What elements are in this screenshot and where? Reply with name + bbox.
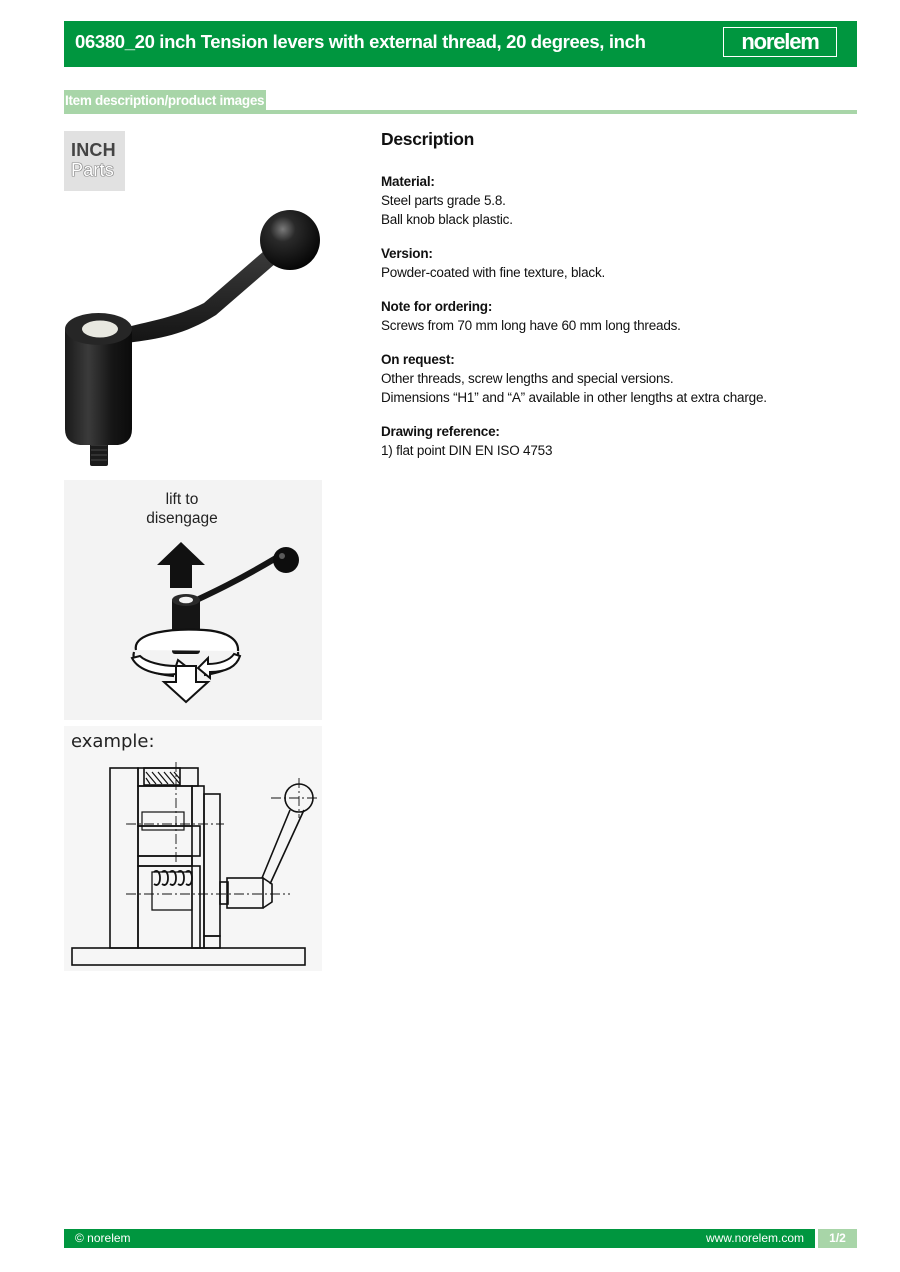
caption-line2: disengage <box>146 510 218 527</box>
drawing-reference-block: Drawing reference: 1) flat point DIN EN … <box>381 422 857 460</box>
disengage-diagram: lift to disengage <box>64 480 322 720</box>
footer-bar: © norelem www.norelem.com <box>64 1229 815 1248</box>
example-drawing: example: <box>64 726 322 971</box>
drawing-reference-line: 1) flat point DIN EN ISO 4753 <box>381 443 553 458</box>
section-tab: Item description/product images <box>64 90 267 110</box>
header-bar: 06380_20 inch Tension levers with extern… <box>64 21 857 67</box>
norelem-logo[interactable]: norelem <box>723 27 837 57</box>
ordering-note-block: Note for ordering: Screws from 70 mm lon… <box>381 297 857 335</box>
disengage-illustration <box>130 542 299 704</box>
version-line: Powder-coated with fine texture, black. <box>381 265 606 280</box>
on-request-block: On request: Other threads, screw lengths… <box>381 350 857 407</box>
ordering-note-line: Screws from 70 mm long have 60 mm long t… <box>381 318 681 333</box>
description-section: Description Material: Steel parts grade … <box>381 129 857 475</box>
footer-website-link[interactable]: www.norelem.com <box>705 1231 804 1245</box>
page-title: 06380_20 inch Tension levers with extern… <box>75 31 646 52</box>
material-block: Material: Steel parts grade 5.8. Ball kn… <box>381 172 857 229</box>
material-line: Ball knob black plastic. <box>381 212 513 227</box>
material-label: Material: <box>381 174 435 189</box>
badge-line2: Parts <box>71 160 115 180</box>
on-request-line: Other threads, screw lengths and special… <box>381 371 674 386</box>
logo-text: norelem <box>741 29 819 54</box>
example-technical-drawing <box>71 762 320 966</box>
drawing-reference-label: Drawing reference: <box>381 424 500 439</box>
description-heading: Description <box>381 129 474 149</box>
example-caption: example: <box>71 731 155 752</box>
page-number: 1/2 <box>818 1229 857 1248</box>
disengage-caption: lift to disengage <box>64 490 300 528</box>
inch-parts-badge: INCH Parts <box>64 131 125 191</box>
version-label: Version: <box>381 246 433 261</box>
material-line: Steel parts grade 5.8. <box>381 193 506 208</box>
ordering-note-label: Note for ordering: <box>381 299 493 314</box>
tension-lever-photo <box>65 210 320 466</box>
on-request-line: Dimensions “H1” and “A” available in oth… <box>381 390 767 405</box>
version-block: Version: Powder-coated with fine texture… <box>381 244 857 282</box>
caption-line1: lift to <box>165 491 199 508</box>
footer-copyright: © norelem <box>75 1231 131 1245</box>
on-request-label: On request: <box>381 352 455 367</box>
section-divider <box>64 110 857 114</box>
badge-line1: INCH <box>71 140 116 160</box>
